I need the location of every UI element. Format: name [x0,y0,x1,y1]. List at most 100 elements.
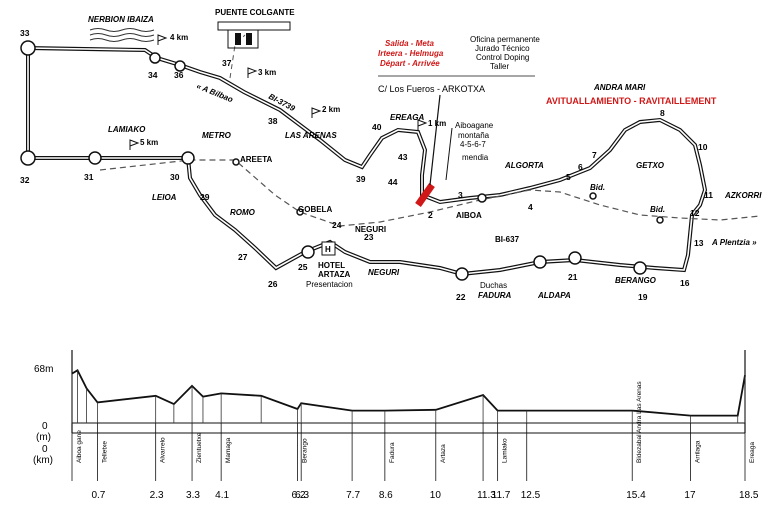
svg-text:25: 25 [298,262,308,272]
place-aldapa: ALDAPA [537,291,571,300]
svg-text:44: 44 [388,177,398,187]
route-nodes [20,40,664,281]
place-areeta: AREETA [240,155,273,164]
place-gobela: GOBELA [298,205,332,214]
place-tick-label: Lamiako [502,438,509,463]
svg-text:Control Doping: Control Doping [476,53,529,62]
label-mendia: mendia [462,153,489,162]
place-puente: PUENTE COLGANTE [215,8,295,17]
km-flag-5: 5 km [140,138,158,147]
svg-text:34: 34 [148,70,158,80]
svg-text:4: 4 [528,202,533,212]
place-tick-label: Berango [302,438,309,463]
svg-text:32: 32 [20,175,30,185]
svg-text:Oficina permanente: Oficina permanente [470,35,540,44]
km-tick-label: 6.3 [295,490,309,501]
svg-text:11: 11 [704,190,713,200]
y-label-zero-km: 0 [42,444,48,455]
place-nerbion: NERBION IBAIZA [88,15,154,24]
km-tick-label: 7.7 [346,490,360,501]
svg-text:26: 26 [268,279,278,289]
place-tick-label: Mamaga [225,437,232,463]
place-tick-label: Aiboa gane [76,430,83,463]
svg-text:22: 22 [456,292,466,302]
km-tick-label: 11.7 [492,490,511,501]
km-tick-label: 15.4 [626,490,646,501]
svg-text:Taller: Taller [490,62,509,71]
svg-text:13: 13 [694,238,704,248]
route-map: H NERBION IBAIZA PUENTE COLGANTE LAMIAKO… [20,8,762,302]
place-tick-label: Artaza [440,444,447,463]
elevation-profile: Aiboa gane0.7Telletxe2.3Alvarrelo3.3Zien… [33,350,759,501]
svg-text:10: 10 [698,142,708,152]
metro-line [99,159,761,227]
y-label-top: 68m [34,364,53,375]
road-bi637: BI-637 [495,235,520,244]
label-bid-1: Bid. [590,183,605,192]
place-leioa: LEIOA [152,193,177,202]
svg-text:29: 29 [200,192,210,202]
label-montana: montaña [458,131,490,140]
place-tick-label: Bidezabal Andra Las Arenas [636,381,643,463]
bridge-icon [217,21,291,49]
svg-text:37: 37 [222,58,232,68]
place-berango: BERANGO [615,276,657,285]
dir-plentzia: A Plentzia » [711,238,757,247]
place-duchas: Duchas [480,281,507,290]
place-las-arenas: LAS ARENAS [285,131,337,140]
place-ereaga: EREAGA [390,113,424,122]
place-getxo: GETXO [636,161,665,170]
profile-frame [71,350,746,434]
svg-text:12: 12 [690,208,700,218]
svg-text:24: 24 [332,220,342,230]
svg-text:36: 36 [174,70,184,80]
place-presentacion: Presentacion [306,280,353,289]
svg-text:38: 38 [268,116,278,126]
place-neguri-2: NEGURI [368,268,400,277]
place-aiboa: AIBOA [456,211,482,220]
place-tick-label: Arrilaga [694,440,701,463]
svg-text:3: 3 [458,190,463,200]
label-los-fueros: C/ Los Fueros - ARKOTXA [378,84,485,94]
km-tick-label: 2.3 [150,490,164,501]
place-tick-label: Fadura [389,442,396,463]
place-fadura: FADURA [478,291,512,300]
river-icon [89,28,155,42]
y-label-km-unit: (km) [33,455,53,466]
svg-text:6: 6 [578,162,583,172]
place-azkorri: AZKORRI [724,191,762,200]
km-tick-label: 3.3 [186,490,200,501]
svg-text:19: 19 [638,292,648,302]
km-tick-label: 8.6 [379,490,393,501]
km-flags [129,34,428,150]
place-tick-label: Telletxe [101,441,108,463]
svg-text:31: 31 [84,172,94,182]
y-label-m-unit: (m) [36,432,51,443]
place-romo: ROMO [230,208,256,217]
km-tick-label: 18.5 [739,490,759,501]
svg-text:43: 43 [398,152,408,162]
altitude-line [71,369,746,417]
svg-text:Salida - Meta: Salida - Meta [385,39,434,48]
svg-text:Irteera - Helmuga: Irteera - Helmuga [378,49,444,58]
y-label-zero-m: 0 [42,421,48,432]
km-tick-label: 17 [684,490,696,501]
svg-text:23: 23 [364,232,374,242]
hotel-icon: H [321,241,336,256]
svg-text:7: 7 [592,150,597,160]
km-tick-label: 4.1 [215,490,229,501]
km-tick-label: 10 [430,490,442,501]
legend-start-finish: Salida - Meta Irteera - Helmuga Départ -… [378,39,444,68]
km-flag-1: 1 km [428,119,446,128]
place-tick-label: Ereaga [749,442,756,463]
legend-office: Oficina permanente Jurado Técnico Contro… [470,35,540,71]
svg-text:21: 21 [568,272,578,282]
place-lamiako: LAMIAKO [108,125,146,134]
svg-text:39: 39 [356,174,366,184]
svg-text:2: 2 [428,210,433,220]
km-tick-label: 0.7 [91,490,105,501]
avituallamiento-label: AVITUALLAMIENTO - RAVITAILLEMENT [546,96,717,106]
svg-text:27: 27 [238,252,248,262]
svg-text:40: 40 [372,122,382,132]
svg-text:16: 16 [680,278,690,288]
